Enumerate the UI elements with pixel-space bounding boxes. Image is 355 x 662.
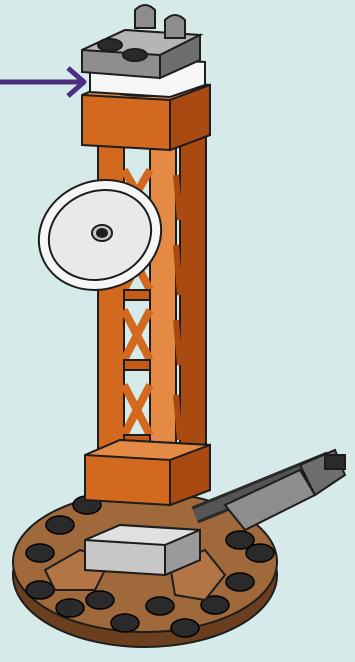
callout-arrow-icon — [0, 68, 84, 96]
gray-base-brick — [85, 525, 200, 575]
tower-bottom-brick — [85, 440, 210, 505]
top-plate — [82, 5, 200, 78]
lattice-tower — [98, 120, 206, 485]
